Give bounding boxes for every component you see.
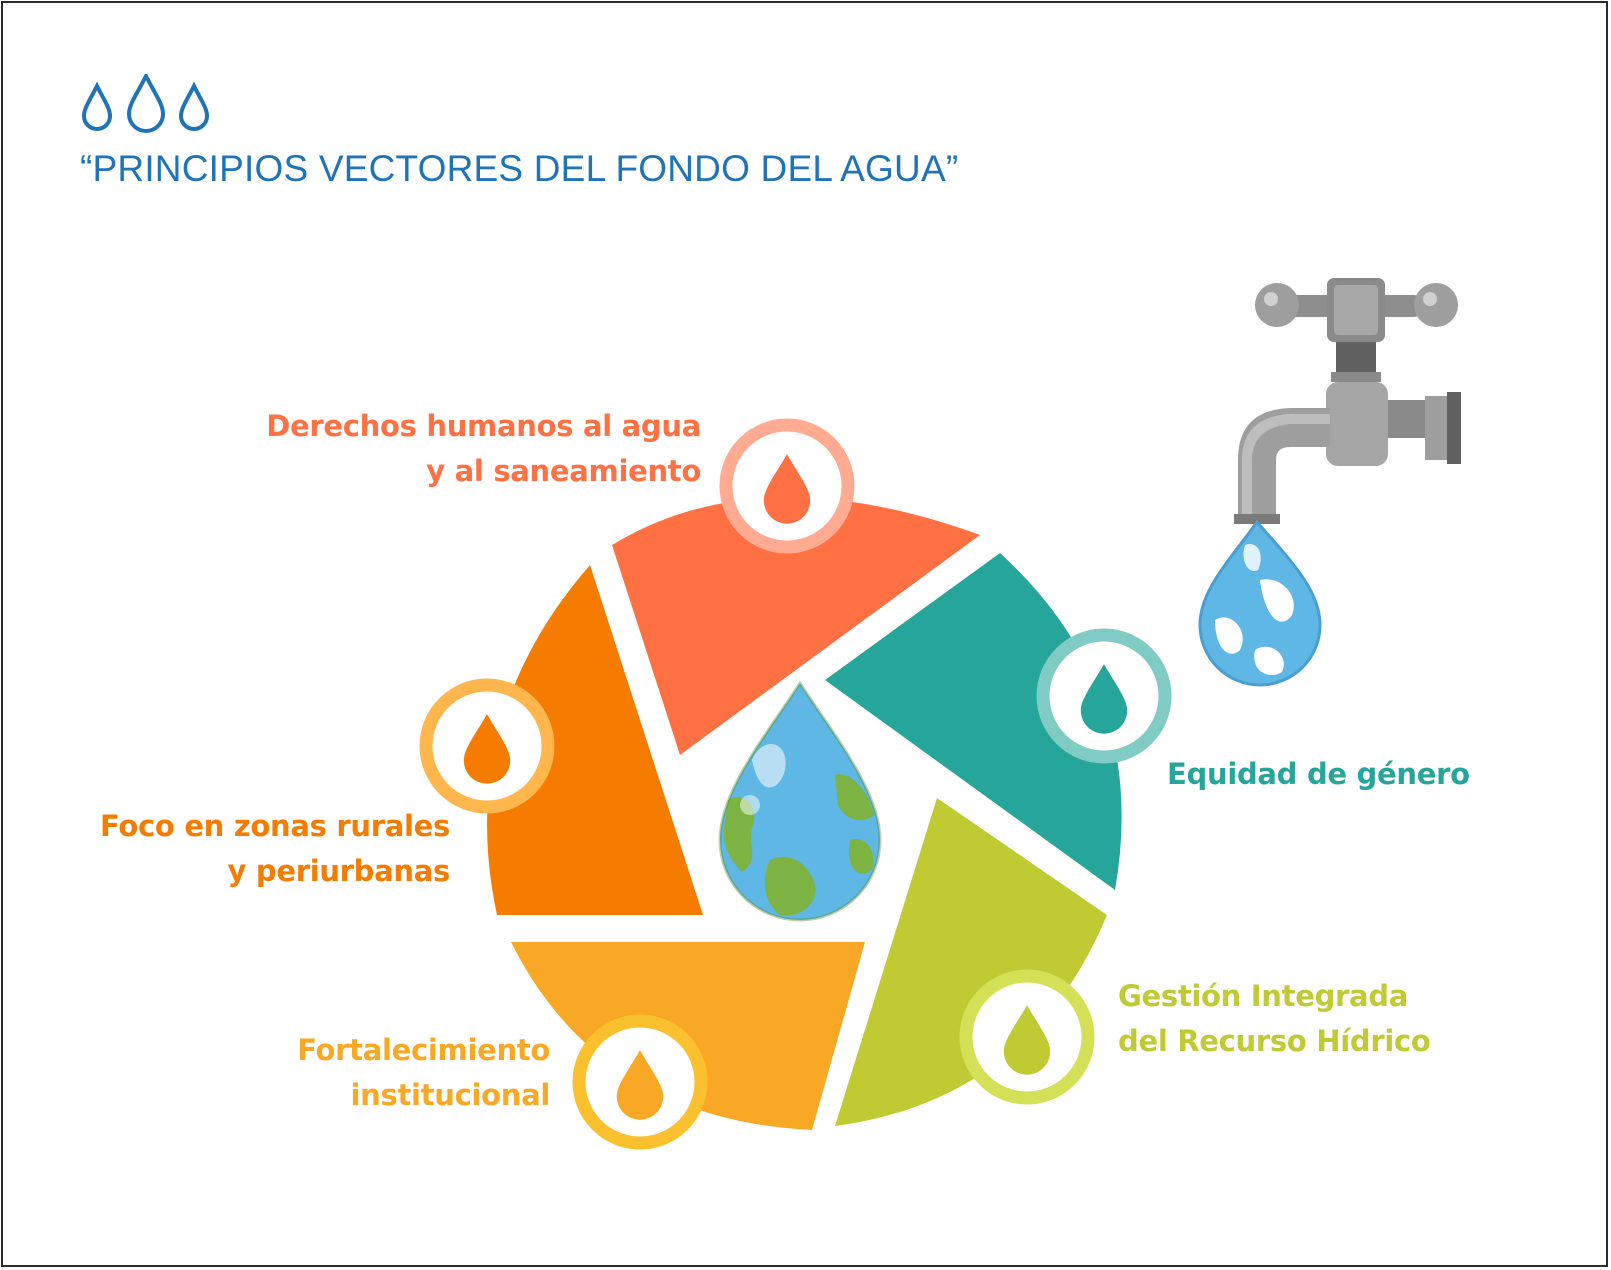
earth-drop-icon (718, 680, 882, 922)
segment-derechos (612, 497, 980, 755)
label-line: Gestión Integrada (1118, 979, 1409, 1013)
label-line: del Recurso Hídrico (1118, 1024, 1431, 1058)
label-line: Foco en zonas rurales (100, 809, 450, 843)
earth-drop-icon (1198, 519, 1322, 687)
badge-equidad (1036, 628, 1172, 764)
badge-fortalecimiento (572, 1014, 708, 1150)
water-drops-icon (82, 74, 210, 133)
label-line: Equidad de género (1167, 757, 1470, 791)
label-fortalecimiento: Fortalecimiento institucional (297, 1028, 550, 1118)
segment-foco (487, 565, 703, 915)
faucet-icon (1234, 278, 1461, 524)
badge-foco (419, 678, 555, 814)
label-line: y al saneamiento (426, 454, 701, 488)
label-gestion: Gestión Integrada del Recurso Hídrico (1118, 974, 1431, 1064)
segment-equidad (825, 553, 1122, 890)
label-foco: Foco en zonas rurales y periurbanas (100, 804, 450, 894)
badge-derechos (719, 418, 855, 554)
label-line: Fortalecimiento (297, 1033, 550, 1067)
label-derechos: Derechos humanos al agua y al saneamient… (266, 404, 701, 494)
label-line: y periurbanas (227, 854, 450, 888)
label-line: institucional (350, 1078, 551, 1112)
badge-gestion (959, 969, 1095, 1105)
page-title: “PRINCIPIOS VECTORES DEL FONDO DEL AGUA” (80, 148, 959, 189)
label-equidad: Equidad de género (1167, 752, 1470, 797)
segment-gestion (835, 798, 1107, 1126)
label-line: Derechos humanos al agua (266, 409, 701, 443)
